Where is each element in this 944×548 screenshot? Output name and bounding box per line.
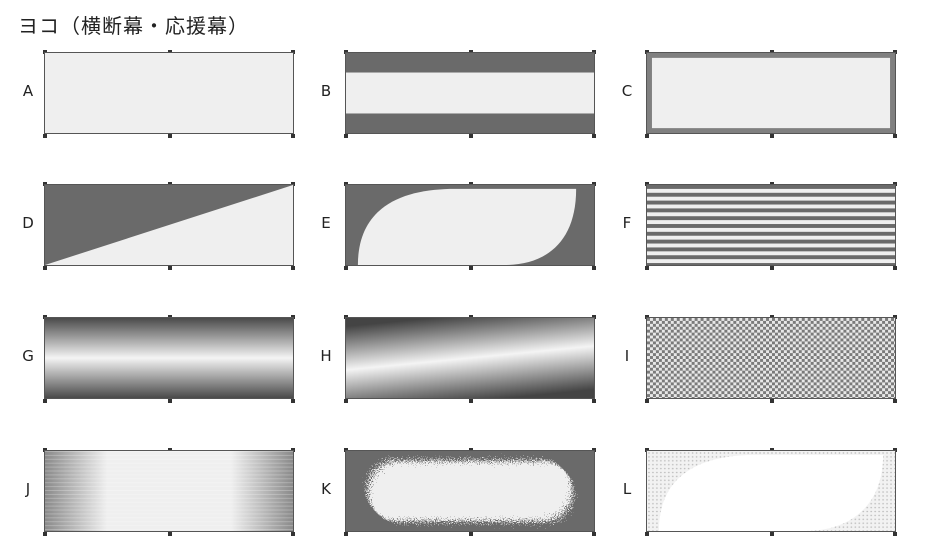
panel-tick [43, 134, 47, 138]
option-letter: D [22, 214, 34, 232]
panel-tick [469, 532, 473, 536]
pattern-swatch-horizontal-stripes[interactable] [646, 184, 896, 266]
panel-tick [592, 532, 596, 536]
pattern-swatch-dotted-wave[interactable] [646, 450, 896, 532]
pattern-graphic [45, 53, 293, 133]
pattern-graphic [647, 185, 895, 265]
panel-tick [770, 532, 774, 536]
option-letter: E [321, 214, 331, 232]
pattern-swatch-diagonal-metallic-gradient[interactable] [345, 317, 595, 399]
pattern-graphic [45, 318, 293, 398]
panel-tick [168, 134, 172, 138]
option-letter: H [320, 347, 332, 365]
panel-tick [168, 532, 172, 536]
page-title: ヨコ（横断幕・応援幕） [18, 14, 249, 38]
pattern-graphic [647, 451, 895, 531]
panel-tick [592, 399, 596, 403]
option-letter: C [621, 82, 633, 100]
panel-tick [469, 399, 473, 403]
panel-tick [344, 532, 348, 536]
panel-tick [168, 266, 172, 270]
panel-tick [645, 134, 649, 138]
option-letter: I [624, 347, 630, 365]
panel-tick [645, 266, 649, 270]
panel-tick [291, 532, 295, 536]
panel-tick [344, 399, 348, 403]
panel-tick [893, 134, 897, 138]
panel-tick [893, 399, 897, 403]
option-letter: L [622, 480, 632, 498]
panel-tick [43, 399, 47, 403]
panel-tick [344, 266, 348, 270]
panel-tick [469, 134, 473, 138]
panel-tick [893, 266, 897, 270]
option-letter: A [22, 82, 34, 100]
pattern-swatch-top-bottom-bands[interactable] [345, 52, 595, 134]
panel-tick [291, 134, 295, 138]
pattern-graphic [346, 185, 594, 265]
option-letter: G [22, 347, 34, 365]
panel-tick [592, 266, 596, 270]
panel-tick [770, 134, 774, 138]
option-letter: J [25, 480, 31, 498]
panel-tick [168, 399, 172, 403]
option-letter: B [320, 82, 332, 100]
panel-tick [592, 134, 596, 138]
pattern-swatch-side-fade[interactable] [44, 450, 294, 532]
option-letter: F [622, 214, 632, 232]
panel-tick [893, 532, 897, 536]
pattern-graphic [647, 53, 895, 133]
panel-tick [770, 266, 774, 270]
pattern-swatch-curved-wave[interactable] [345, 184, 595, 266]
panel-tick [291, 399, 295, 403]
pattern-swatch-frame-border[interactable] [646, 52, 896, 134]
pattern-graphic [346, 318, 594, 398]
option-letter: K [321, 480, 331, 498]
panel-tick [645, 532, 649, 536]
pattern-graphic [346, 451, 594, 531]
pattern-swatch-splatter-oval[interactable] [345, 450, 595, 532]
panel-tick [469, 266, 473, 270]
panel-tick [43, 266, 47, 270]
panel-tick [770, 399, 774, 403]
panel-tick [291, 266, 295, 270]
pattern-graphic [45, 451, 293, 531]
panel-tick [344, 134, 348, 138]
pattern-swatch-horizontal-metallic-gradient[interactable] [44, 317, 294, 399]
panel-tick [43, 532, 47, 536]
panel-tick [645, 399, 649, 403]
pattern-swatch-plain[interactable] [44, 52, 294, 134]
pattern-swatch-diagonal-split[interactable] [44, 184, 294, 266]
pattern-graphic [45, 185, 293, 265]
pattern-graphic [647, 318, 895, 398]
pattern-swatch-checker-dots[interactable] [646, 317, 896, 399]
pattern-graphic [346, 53, 594, 133]
